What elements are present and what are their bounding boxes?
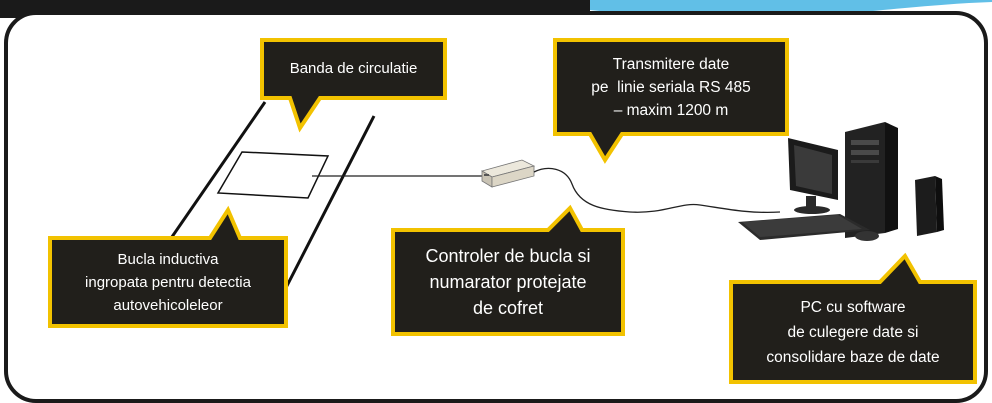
callout-lane-text: Banda de circulatie [262,40,445,98]
inductive-loop [216,151,330,199]
loop-line-2: ingropata pentru detectia [85,273,251,291]
loop-line-3: autovehicoleleor [113,296,223,314]
callout-transmission-text: Transmitere date pe linie seriala RS 485… [555,40,787,134]
loop-line-1: Bucla inductiva [117,250,219,268]
callout-controller-text: Controler de bucla si numarator protejat… [393,230,623,334]
pc-line-2: de culegere date si [787,323,919,341]
controller-line-2: numarator protejate [429,272,587,292]
controller-box-icon [480,159,536,188]
pc-line-3: consolidare baze de date [766,348,940,366]
transmission-line-3: – maxim 1200 m [613,101,729,119]
lane-label: Banda de circulatie [289,60,418,77]
pc-line-1: PC cu software [800,298,906,316]
lane-line-right [270,115,376,316]
transmission-line-1: Transmitere date [612,55,730,73]
serial-cable [533,167,781,214]
callout-pc-text: PC cu software de culegere date si conso… [731,282,975,382]
callout-lane-shape [260,38,447,133]
callout-pc-shape [729,252,977,384]
callout-loop-shape [48,205,288,328]
callout-transmission-shape [553,38,789,164]
callout-loop-text: Bucla inductiva ingropata pentru detecti… [50,238,286,326]
controller-line-3: de cofret [472,298,544,318]
desktop-pc-icon [738,122,944,241]
transmission-line-2: pe linie seriala RS 485 [591,78,751,96]
callout-controller-shape [391,204,625,336]
controller-line-1: Controler de bucla si [425,246,591,266]
